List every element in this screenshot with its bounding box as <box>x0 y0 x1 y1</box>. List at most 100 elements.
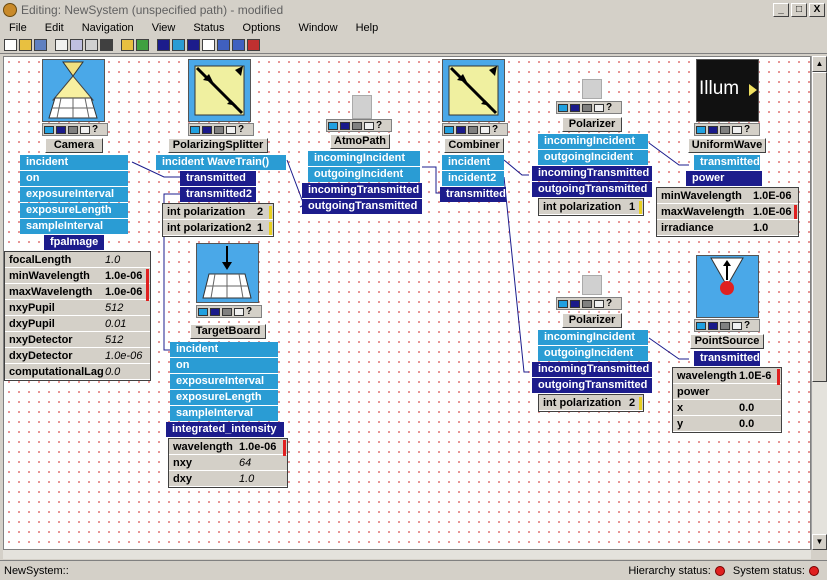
point-source-controls[interactable]: ? <box>694 319 760 332</box>
output-port[interactable]: incomingTransmitted <box>532 362 652 377</box>
input-port[interactable]: incident <box>442 155 504 170</box>
uniform-wave-controls[interactable]: ? <box>694 123 760 136</box>
input-port[interactable]: exposureLength <box>20 203 128 218</box>
component-name[interactable]: TargetBoard <box>190 324 266 339</box>
menu-file[interactable]: File <box>9 21 27 34</box>
component-name[interactable]: Camera <box>45 138 103 153</box>
input-port[interactable]: outgoingIncident <box>538 346 648 361</box>
copy-icon[interactable] <box>55 38 68 51</box>
open-icon[interactable] <box>19 38 32 51</box>
paste-icon[interactable] <box>70 38 83 51</box>
output-port[interactable]: outgoingTransmitted <box>302 199 422 214</box>
output-port[interactable]: transmitted2 <box>180 187 256 202</box>
input-port[interactable]: outgoingIncident <box>538 150 648 165</box>
atmo-icon[interactable] <box>352 95 372 119</box>
component-name[interactable]: PolarizingSplitter <box>168 138 268 153</box>
output-port[interactable]: integrated_intensity <box>166 422 284 437</box>
input-port[interactable]: incomingIncident <box>308 151 420 166</box>
input-port[interactable]: exposureInterval <box>20 187 128 202</box>
menu-status[interactable]: Status <box>193 21 225 34</box>
cut-icon[interactable] <box>85 38 98 51</box>
component-name[interactable]: Combiner <box>444 138 504 153</box>
point-source-icon[interactable] <box>696 255 759 318</box>
input-port[interactable]: sampleInterval <box>20 219 128 234</box>
polarizer-controls[interactable]: ? <box>556 297 622 310</box>
menu-window[interactable]: Window <box>298 21 338 34</box>
input-port[interactable]: on <box>170 358 278 373</box>
forward-icon[interactable] <box>157 38 170 51</box>
input-port[interactable]: exposureInterval <box>170 374 278 389</box>
search-icon[interactable] <box>247 38 260 51</box>
menu-edit[interactable]: Edit <box>44 21 64 34</box>
zoom-out-icon[interactable] <box>232 38 245 51</box>
camera-icon[interactable] <box>42 59 105 122</box>
component-name[interactable]: Polarizer <box>562 313 622 328</box>
input-port[interactable]: sampleInterval <box>170 406 278 421</box>
input-port[interactable]: exposureLength <box>170 390 278 405</box>
save-icon[interactable] <box>34 38 47 51</box>
target-board-controls[interactable]: ? <box>196 305 262 318</box>
input-port[interactable]: incident WaveTrain() <box>156 155 286 170</box>
splitter-icon[interactable] <box>188 59 251 122</box>
output-port[interactable]: outgoingTransmitted <box>532 182 652 197</box>
combiner-controls[interactable]: ? <box>442 123 508 136</box>
output-port[interactable]: incomingTransmitted <box>532 166 652 181</box>
output-port[interactable]: fpaImage <box>44 235 104 250</box>
input-port[interactable]: outgoingIncident <box>308 167 420 182</box>
maximize-button[interactable]: □ <box>791 2 807 17</box>
hierarchy-status-led-icon <box>714 565 725 576</box>
close-button[interactable]: X <box>809 2 825 17</box>
toolbar <box>0 36 827 54</box>
input-port[interactable]: incomingIncident <box>538 330 648 345</box>
output-port[interactable]: transmitted <box>694 351 760 366</box>
hierarchy-status-label: Hierarchy status: <box>628 564 711 577</box>
uniform-wave-icon[interactable]: Illum <box>696 59 759 122</box>
input-port[interactable]: incident <box>20 155 128 170</box>
diagram-canvas[interactable]: ? Camera incident on exposureInterval ex… <box>3 56 811 550</box>
output-port[interactable]: transmitted <box>440 187 506 202</box>
scroll-down-icon[interactable]: ▼ <box>812 534 827 550</box>
connect-icon[interactable] <box>187 38 200 51</box>
combiner-icon[interactable] <box>442 59 505 122</box>
list-icon[interactable] <box>202 38 215 51</box>
atmo-controls[interactable]: ? <box>326 119 392 132</box>
input-port[interactable]: incident <box>170 342 278 357</box>
up-icon[interactable] <box>121 38 134 51</box>
polarizer-icon[interactable] <box>582 275 602 295</box>
menu-navigation[interactable]: Navigation <box>81 21 134 34</box>
scroll-up-icon[interactable]: ▲ <box>812 56 827 72</box>
down-icon[interactable] <box>136 38 149 51</box>
polarizer-controls[interactable]: ? <box>556 101 622 114</box>
wire <box>131 161 184 178</box>
component-name[interactable]: AtmoPath <box>330 134 390 149</box>
menu-help[interactable]: Help <box>355 21 379 34</box>
back-icon[interactable] <box>172 38 185 51</box>
component-name[interactable]: UniformWave <box>688 138 766 153</box>
output-port[interactable]: transmitted <box>180 171 256 186</box>
camera-controls[interactable]: ? <box>42 123 108 136</box>
input-port[interactable]: on <box>20 171 128 186</box>
scroll-thumb[interactable] <box>812 72 827 382</box>
polarizer-icon[interactable] <box>582 79 602 99</box>
minimize-button[interactable]: _ <box>773 2 789 17</box>
input-port[interactable]: transmitted <box>694 155 760 170</box>
target-board-icon[interactable] <box>196 243 259 303</box>
vertical-scrollbar[interactable]: ▲ ▼ <box>811 56 827 550</box>
zoom-in-icon[interactable] <box>217 38 230 51</box>
horizontal-scrollbar[interactable] <box>3 550 811 559</box>
menu-view[interactable]: View <box>151 21 176 34</box>
input-port[interactable]: incident2 <box>442 171 504 186</box>
output-port[interactable]: incomingTransmitted <box>302 183 422 198</box>
menu-options[interactable]: Options <box>242 21 281 34</box>
output-port[interactable]: power <box>686 171 762 186</box>
fit-icon[interactable] <box>100 38 113 51</box>
component-name[interactable]: PointSource <box>690 334 764 349</box>
new-icon[interactable] <box>4 38 17 51</box>
output-port[interactable]: outgoingTransmitted <box>532 378 652 393</box>
component-name[interactable]: Polarizer <box>562 117 622 132</box>
input-port[interactable]: incomingIncident <box>538 134 648 149</box>
splitter-controls[interactable]: ? <box>188 123 254 136</box>
